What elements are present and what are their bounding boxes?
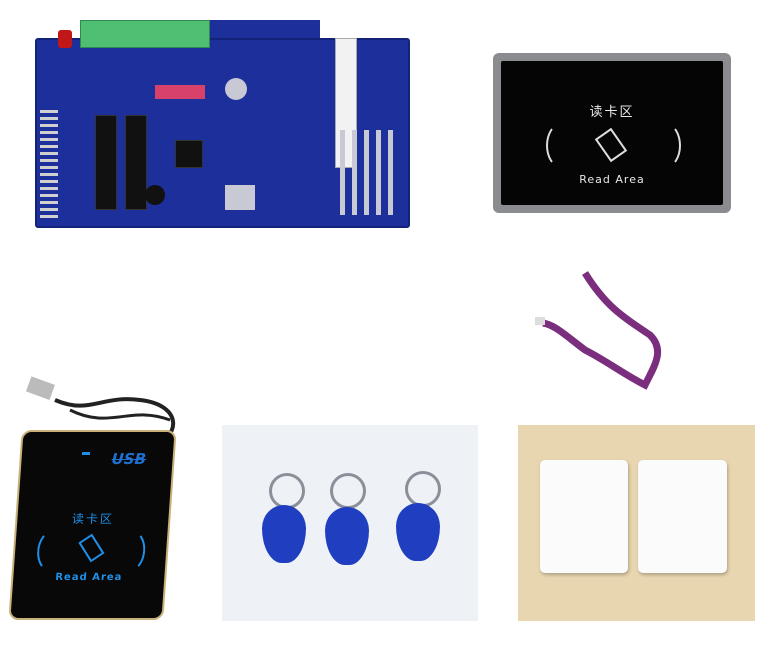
usb-reader-caption: Read Area [54,572,123,583]
ribbon-cable-image [535,271,662,390]
rfid-card [638,460,727,573]
buzzer [145,185,165,205]
wall-card-reader: 读卡区 Read Area [493,53,731,213]
key-ring [405,471,441,507]
rfid-cards-image [518,425,755,621]
reader-caption: Read Area [579,173,645,186]
nfc-waves-right-icon [651,123,681,168]
battery [225,78,247,100]
card-hand-icon [78,533,105,563]
pin-row [40,110,58,220]
key-ring [330,473,366,509]
nfc-waves-left-icon [35,530,69,572]
card-hand-icon [594,127,628,163]
ic-chip [125,115,147,210]
mcu-chip [175,140,203,168]
pin-row [340,130,395,215]
usb-card-reader: USB 读卡区 Read Area [8,430,177,620]
nfc-waves-left-icon [546,123,576,168]
usb-logo: USB [110,450,147,468]
rfid-card [540,460,628,573]
status-led [81,452,91,455]
rfid-key-fob [396,503,440,561]
sd-slot [225,185,255,210]
terminal-block [80,20,210,48]
key-ring [269,473,305,509]
usb-reader-title: 读卡区 [71,512,115,526]
rfid-key-fob [325,507,369,565]
ic-chip [95,115,117,210]
reader-title: 读卡区 [589,105,635,120]
nfc-waves-right-icon [113,530,147,572]
capacitor [58,30,72,48]
dip-switch [155,85,205,99]
key-fobs-image [222,425,478,621]
rfid-key-fob [262,505,306,563]
